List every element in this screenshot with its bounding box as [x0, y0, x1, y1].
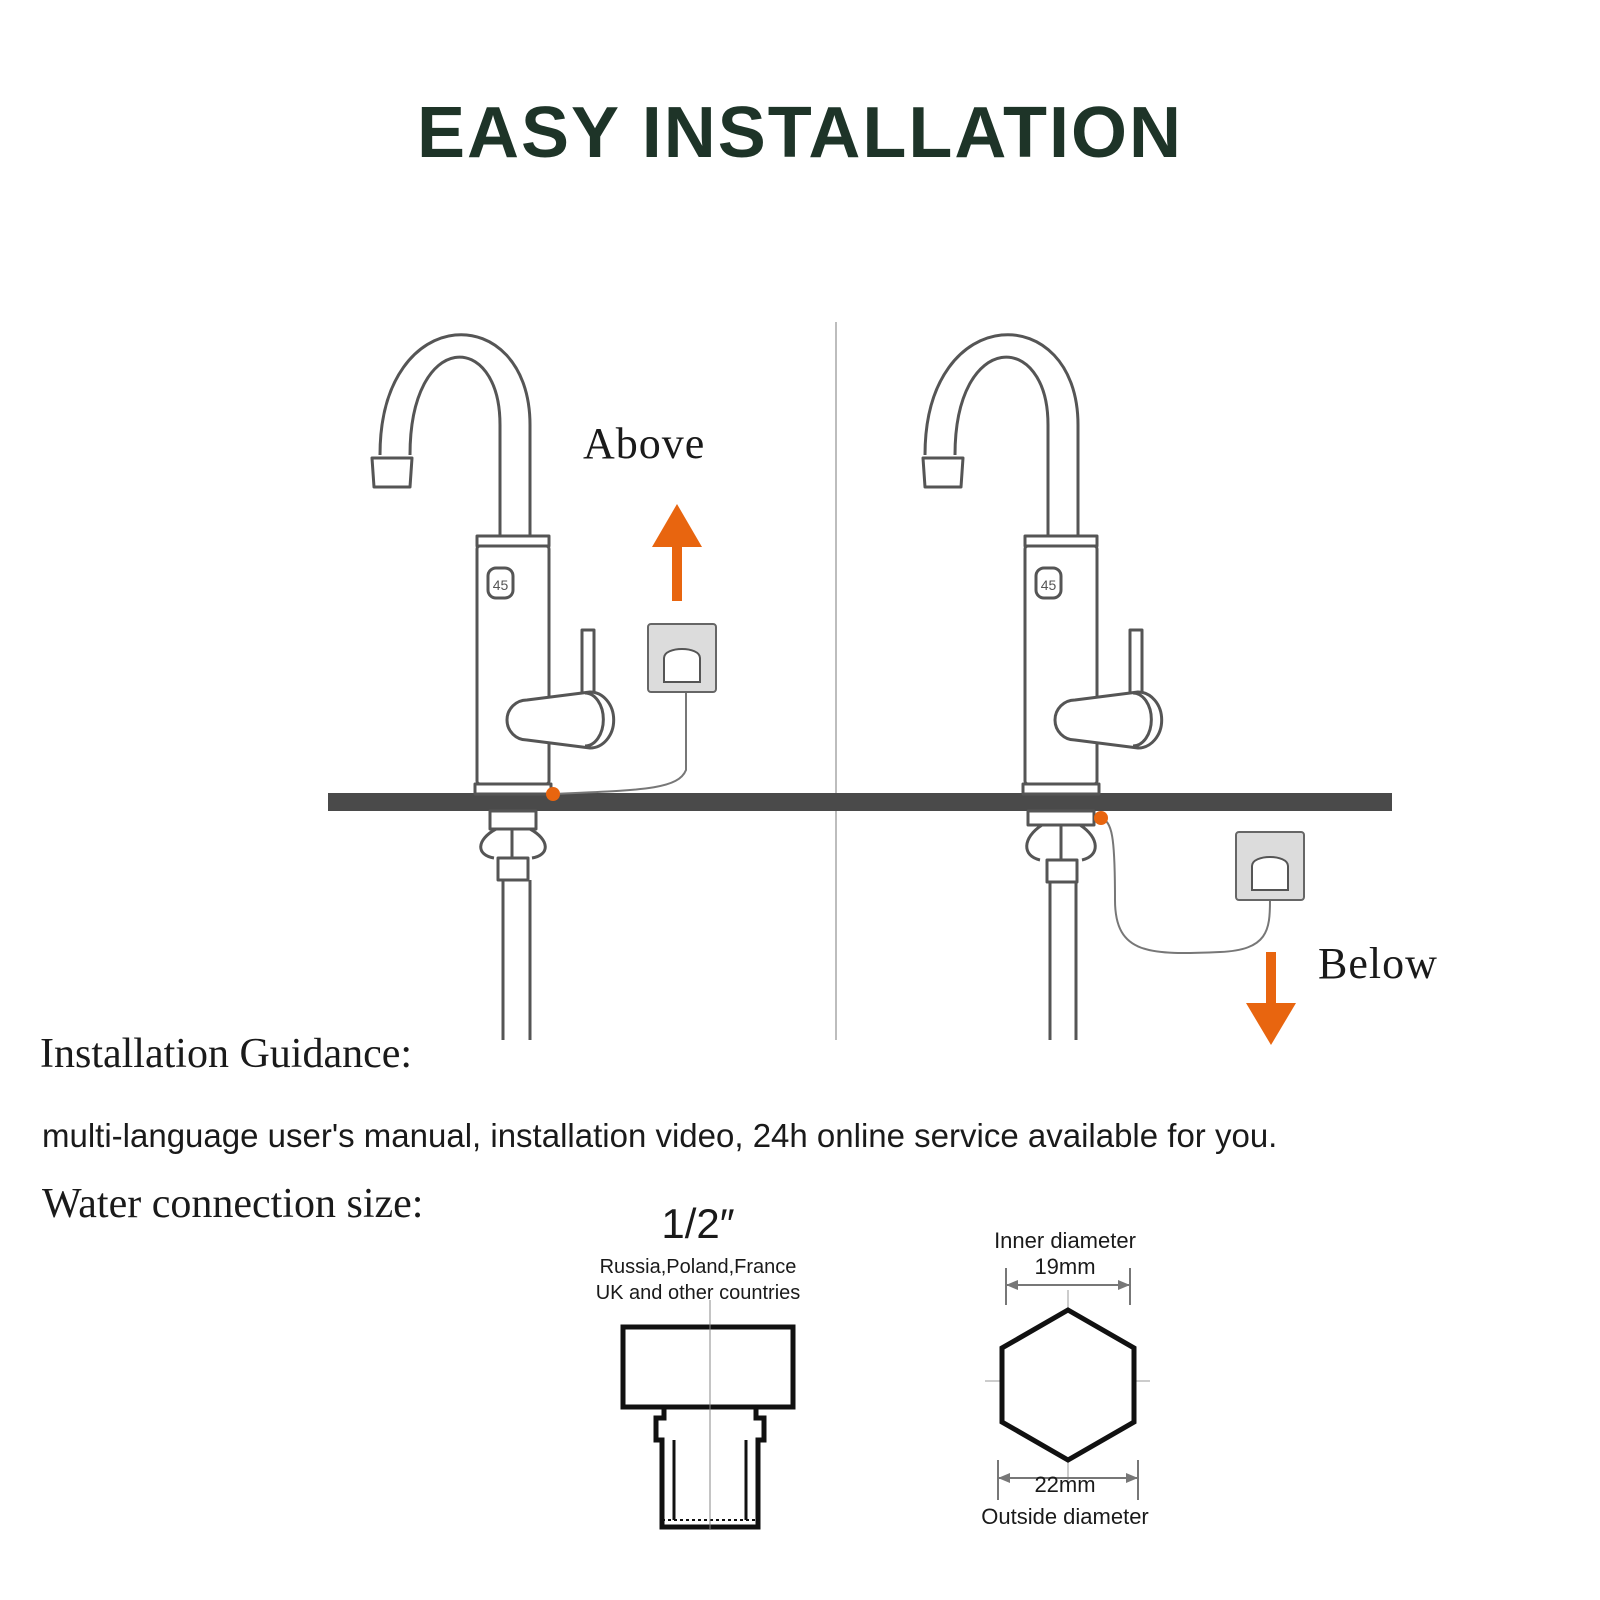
- display-readout-left: 45: [493, 577, 509, 593]
- connection-dot-right: [1094, 811, 1108, 825]
- hex-nut-drawing: [985, 1268, 1150, 1500]
- guidance-text: multi-language user's manual, installati…: [42, 1117, 1278, 1154]
- page-title: EASY INSTALLATION: [416, 93, 1184, 173]
- wall-socket-above: [647, 623, 717, 693]
- arrow-down-icon: [1246, 952, 1296, 1045]
- label-below: Below: [1318, 939, 1438, 988]
- faucet-left: 45: [370, 333, 616, 1040]
- fitting-countries-line2: UK and other countries: [595, 1282, 801, 1304]
- fitting-drawing: [620, 1300, 796, 1530]
- outer-diameter-label: Outside diameter: [981, 1504, 1149, 1529]
- label-above: Above: [583, 419, 706, 468]
- countertop: [328, 793, 1392, 811]
- inner-diameter-value: 19mm: [1034, 1254, 1096, 1279]
- faucet-right: 45: [921, 333, 1164, 1040]
- cable-left: [552, 692, 687, 795]
- connection-dot-left: [546, 787, 560, 801]
- display-readout-right: 45: [1041, 577, 1057, 593]
- fitting-countries-line1: Russia,Poland,France: [599, 1256, 797, 1278]
- outer-diameter-value: 22mm: [1034, 1472, 1096, 1497]
- fitting-size: 1/2″: [661, 1200, 735, 1247]
- cable-right: [1100, 817, 1271, 954]
- wall-socket-below: [1235, 831, 1305, 901]
- inner-diameter-label: Inner diameter: [994, 1228, 1136, 1253]
- water-connection-heading: Water connection size:: [42, 1181, 424, 1227]
- guidance-heading: Installation Guidance:: [40, 1031, 413, 1077]
- arrow-up-icon: [652, 504, 702, 601]
